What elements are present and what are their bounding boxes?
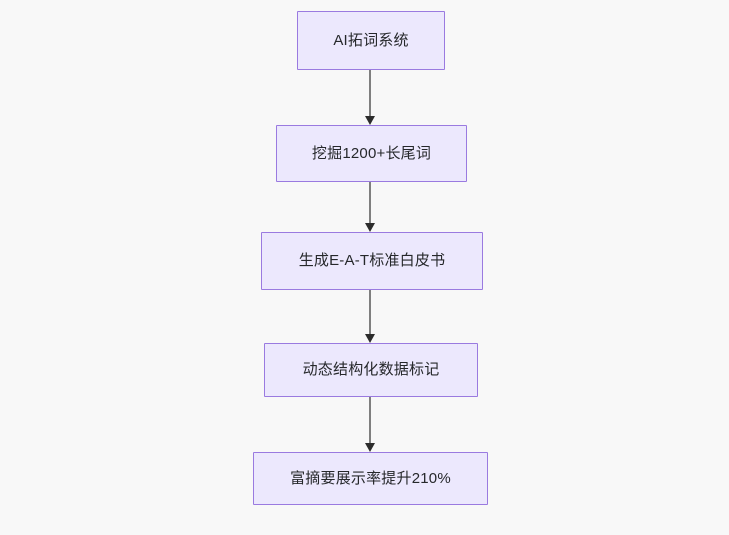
flow-node-generate-eat-whitepaper[interactable]: 生成E-A-T标准白皮书: [261, 232, 483, 290]
flow-node-dynamic-structured-data-markup[interactable]: 动态结构化数据标记: [264, 343, 478, 397]
flow-node-mine-longtail-keywords[interactable]: 挖掘1200+长尾词: [276, 125, 467, 182]
flow-node-label: AI拓词系统: [333, 31, 409, 49]
flow-node-label: 挖掘1200+长尾词: [311, 144, 432, 162]
arrow-head-icon: [364, 223, 375, 232]
edge-line: [369, 290, 371, 334]
flow-node-rich-snippet-impression-uplift[interactable]: 富摘要展示率提升210%: [253, 452, 488, 505]
edge-line: [369, 70, 371, 116]
flow-node-label: 动态结构化数据标记: [302, 361, 440, 378]
flow-node-ai-keyword-system[interactable]: AI拓词系统: [297, 11, 445, 70]
edge-line: [369, 397, 371, 443]
flow-node-label: 生成E-A-T标准白皮书: [298, 252, 446, 269]
arrow-head-icon: [364, 443, 375, 452]
edge-line: [369, 182, 371, 223]
arrow-head-icon: [364, 334, 375, 343]
arrow-head-icon: [364, 116, 375, 125]
flow-node-label: 富摘要展示率提升210%: [290, 469, 451, 487]
